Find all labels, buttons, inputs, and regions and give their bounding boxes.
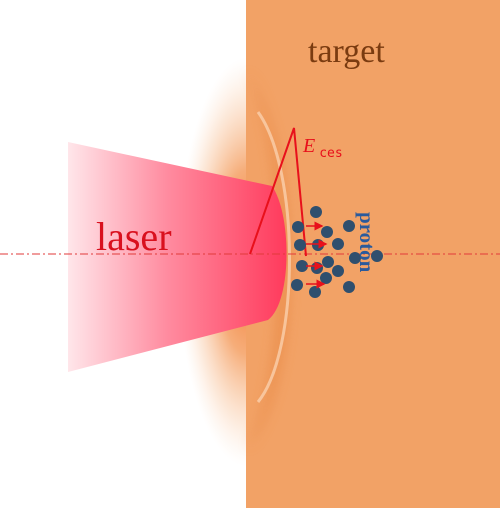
field-subscript: ces [319,146,342,161]
proton [343,220,355,232]
field-label: E ces [302,135,343,161]
field-symbol: E [302,135,315,157]
laser-beam [68,142,287,372]
field-lines [249,127,307,257]
proton [296,260,308,272]
proton [292,221,304,233]
laser-label: laser [96,214,172,259]
proton [332,265,344,277]
proton [291,279,303,291]
proton [320,272,332,284]
proton [294,239,306,251]
proton [321,226,333,238]
proton [332,238,344,250]
proton [310,206,322,218]
proton [349,252,361,264]
proton [312,239,324,251]
proton [322,256,334,268]
target-crater-highlight [256,111,291,403]
proton [343,281,355,293]
proton-label: proton [355,212,379,273]
proton [309,286,321,298]
field-arrows [306,221,328,289]
proton [371,250,383,262]
proton [311,262,323,274]
target-label: target [308,33,385,70]
